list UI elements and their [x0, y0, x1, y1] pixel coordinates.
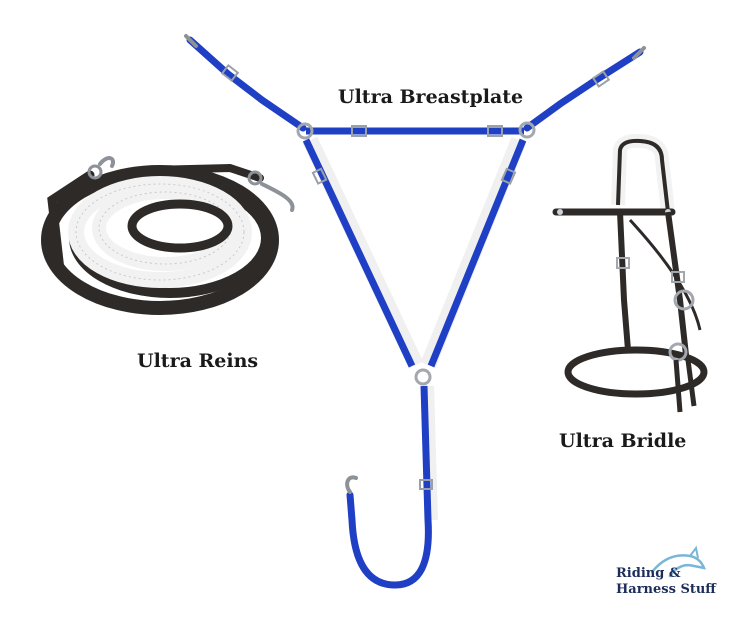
- breastplate-label: Ultra Breastplate: [338, 86, 524, 108]
- reins-image: [41, 156, 295, 315]
- breastplate-image: [184, 34, 646, 589]
- brand-horse-logo-icon: [650, 545, 707, 578]
- bridle-image: [552, 133, 708, 413]
- brand-line-1: Riding &: [616, 566, 681, 581]
- brand-wordmark: Riding & Harness Stuff: [616, 566, 716, 598]
- brand-logo: Riding & Harness Stuff: [602, 552, 742, 612]
- brand-line-2: Harness Stuff: [616, 582, 716, 597]
- bridle-label: Ultra Bridle: [559, 430, 687, 452]
- reins-label: Ultra Reins: [137, 350, 259, 372]
